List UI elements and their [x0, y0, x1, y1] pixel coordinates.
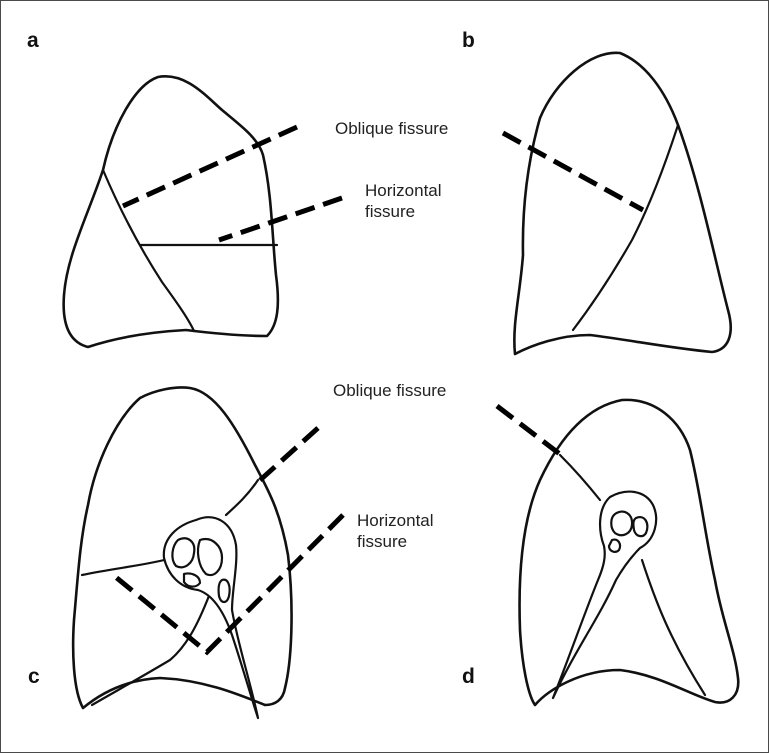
panel-b-oblique-fissure	[573, 125, 678, 330]
panel-a-horizontal-pointer	[219, 198, 342, 240]
label-horizontal-fissure-bottom-line1: Horizontal	[357, 510, 434, 531]
panel-b-lung-outline	[514, 53, 730, 354]
panel-c-hilum-bronchus-right	[198, 539, 222, 575]
panel-c-oblique-pointer	[258, 428, 318, 482]
panel-d-oblique-fissure-lower	[642, 560, 705, 695]
panel-letter-d: d	[462, 666, 475, 687]
panel-c-horizontal-fissure	[82, 558, 172, 575]
panel-letter-b: b	[462, 30, 475, 51]
panel-d-hilum-bronchus-upper	[611, 512, 632, 536]
label-horizontal-fissure-top-line2: fissure	[365, 201, 415, 222]
panel-c-lung	[73, 387, 343, 718]
panel-b-lung	[503, 53, 731, 354]
panel-c-hilum-bronchus-upper	[172, 538, 194, 567]
panel-c-oblique-fissure	[226, 480, 258, 515]
panel-d-oblique-pointer	[497, 406, 561, 455]
label-horizontal-fissure-top-line1: Horizontal	[365, 180, 442, 201]
label-oblique-fissure-top: Oblique fissure	[335, 118, 448, 139]
panel-d-oblique-fissure-upper	[560, 455, 600, 500]
label-horizontal-fissure-bottom-line2: fissure	[357, 531, 407, 552]
panel-a-lung-outline	[64, 76, 278, 347]
panel-a-oblique-pointer	[123, 127, 297, 206]
panel-d-lung	[497, 400, 738, 705]
panel-d-hilum-bronchus-right	[633, 517, 647, 536]
panel-d-hilum-vessel-lower	[609, 540, 620, 552]
label-oblique-fissure-bottom: Oblique fissure	[333, 380, 446, 401]
panel-letter-a: a	[27, 30, 39, 51]
panel-letter-c: c	[28, 666, 40, 687]
panel-a-lung	[64, 76, 342, 347]
panel-c-hilum-vessel-side	[219, 580, 230, 602]
